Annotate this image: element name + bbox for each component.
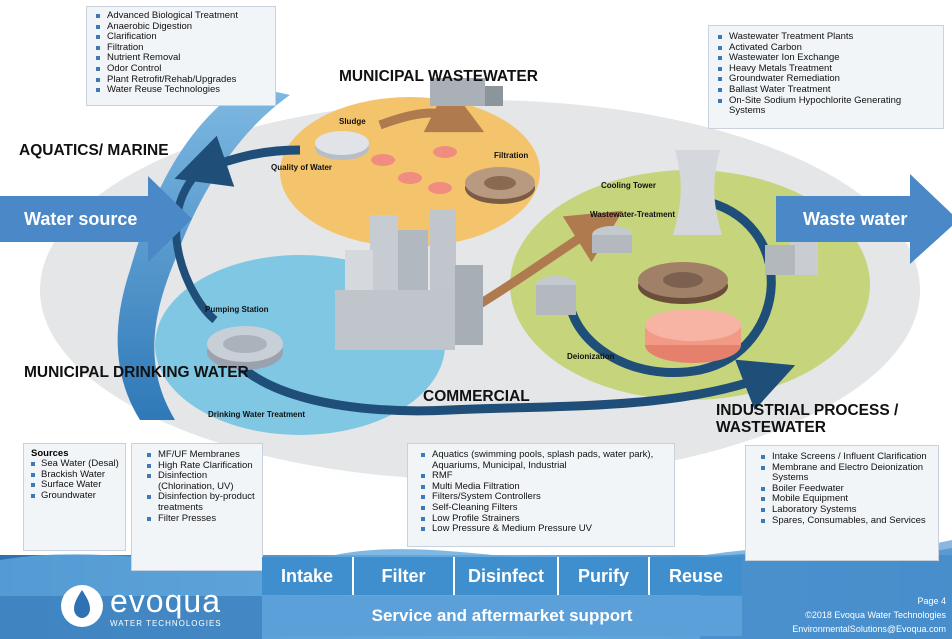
list-item: Self-Cleaning Filters	[418, 502, 670, 514]
sludge-label: Sludge	[339, 117, 366, 126]
list-item: Mobile Equipment	[758, 494, 934, 505]
list-item: Disinfection by-product treatments	[144, 492, 259, 513]
list-item: Boiler Feedwater	[758, 483, 934, 495]
aquatics-marine-heading: AQUATICS/ MARINE	[19, 142, 169, 159]
list-item: Aquatics (swimming pools, splash pads, w…	[418, 449, 670, 471]
list-item: Wastewater Treatment Plants	[715, 31, 939, 43]
list-item: Nutrient Removal	[93, 53, 271, 64]
list-item: Water Reuse Technologies	[93, 85, 271, 96]
drinking-water-list: MF/UF Membranes High Rate Clarification …	[131, 443, 263, 571]
service-bar: Service and aftermarket support	[262, 596, 742, 636]
list-item: Anaerobic Digestion	[93, 21, 271, 33]
pumping-station-label: Pumping Station	[205, 305, 269, 314]
list-item: Ballast Water Treatment	[715, 84, 939, 96]
list-item: Heavy Metals Treatment	[715, 63, 939, 75]
list-item: RMF	[418, 471, 670, 482]
list-item: Clarification	[93, 32, 271, 43]
commercial-list: Aquatics (swimming pools, splash pads, w…	[407, 443, 675, 547]
list-item: Brackish Water	[31, 469, 122, 481]
tab-reuse: Reuse	[650, 557, 742, 595]
list-item: Filter Presses	[144, 513, 259, 525]
tab-filter: Filter	[354, 557, 455, 595]
logo-tagline: WATER TECHNOLOGIES	[110, 619, 222, 628]
drinking-water-treatment-label: Drinking Water Treatment	[208, 410, 306, 419]
industrial-process-heading: INDUSTRIAL PROCESS / WASTEWATER	[716, 402, 899, 436]
industrial-process-list: Intake Screens / Influent Clarification …	[745, 445, 939, 561]
list-item: Surface Water	[31, 480, 122, 491]
list-item: MF/UF Membranes	[144, 449, 259, 461]
sources-box: Sources Sea Water (Desal) Brackish Water…	[23, 443, 126, 551]
list-item: Spares, Consumables, and Services	[758, 515, 934, 527]
wastewater-treatment-label: Wastewater-Treatment	[590, 210, 676, 219]
quality-of-water-label: Quality of Water	[271, 163, 333, 172]
filtration-label: Filtration	[494, 151, 529, 160]
contact-email: EnvironmentalSolutions@Evoqua.com	[792, 624, 946, 634]
municipal-wastewater-list: Advanced Biological Treatment Anaerobic …	[86, 6, 276, 106]
list-item: Odor Control	[93, 63, 271, 75]
waste-water-label: Waste water	[803, 209, 908, 229]
evoqua-logo-icon	[61, 585, 103, 627]
list-item: Laboratory Systems	[758, 504, 934, 516]
water-source-label: Water source	[24, 209, 138, 229]
list-item: Filters/System Controllers	[418, 492, 670, 503]
list-item: Activated Carbon	[715, 42, 939, 54]
cooling-tower-label: Cooling Tower	[601, 181, 656, 190]
water-source-arrow	[0, 176, 192, 262]
list-item: High Rate Clarification	[144, 460, 259, 472]
tab-disinfect: Disinfect	[455, 557, 559, 595]
list-item: Multi Media Filtration	[418, 481, 670, 493]
list-item: Low Pressure & Medium Pressure UV	[418, 524, 670, 535]
list-item: Filtration	[93, 42, 271, 54]
list-item: Low Profile Strainers	[418, 513, 670, 525]
page-number: Page 4	[917, 596, 946, 606]
logo-name: evoqua	[110, 583, 221, 619]
copyright: ©2018 Evoqua Water Technologies	[805, 610, 946, 620]
sources-title: Sources	[31, 448, 69, 459]
commercial-heading: COMMERCIAL	[423, 388, 530, 405]
municipal-drinking-heading: MUNICIPAL DRINKING WATER	[24, 364, 249, 381]
tab-purify: Purify	[559, 557, 650, 595]
list-item: Wastewater Ion Exchange	[715, 53, 939, 64]
waste-water-arrow	[776, 174, 952, 264]
industrial-list: Wastewater Treatment Plants Activated Ca…	[708, 25, 944, 129]
list-item: Plant Retrofit/Rehab/Upgrades	[93, 74, 271, 86]
list-item: Sea Water (Desal)	[31, 458, 122, 470]
tab-intake: Intake	[262, 557, 354, 595]
deionization-label: Deionization	[567, 352, 615, 361]
list-item: Disinfection (Chlorination, UV)	[144, 470, 259, 492]
list-item: Groundwater Remediation	[715, 74, 939, 85]
list-item: Groundwater	[31, 490, 122, 502]
municipal-wastewater-heading: MUNICIPAL WASTEWATER	[339, 68, 538, 85]
list-item: Advanced Biological Treatment	[93, 10, 271, 22]
list-item: Membrane and Electro Deionization System…	[758, 462, 934, 484]
list-item: On-Site Sodium Hypochlorite Generating S…	[715, 95, 939, 117]
list-item: Intake Screens / Influent Clarification	[758, 451, 934, 463]
